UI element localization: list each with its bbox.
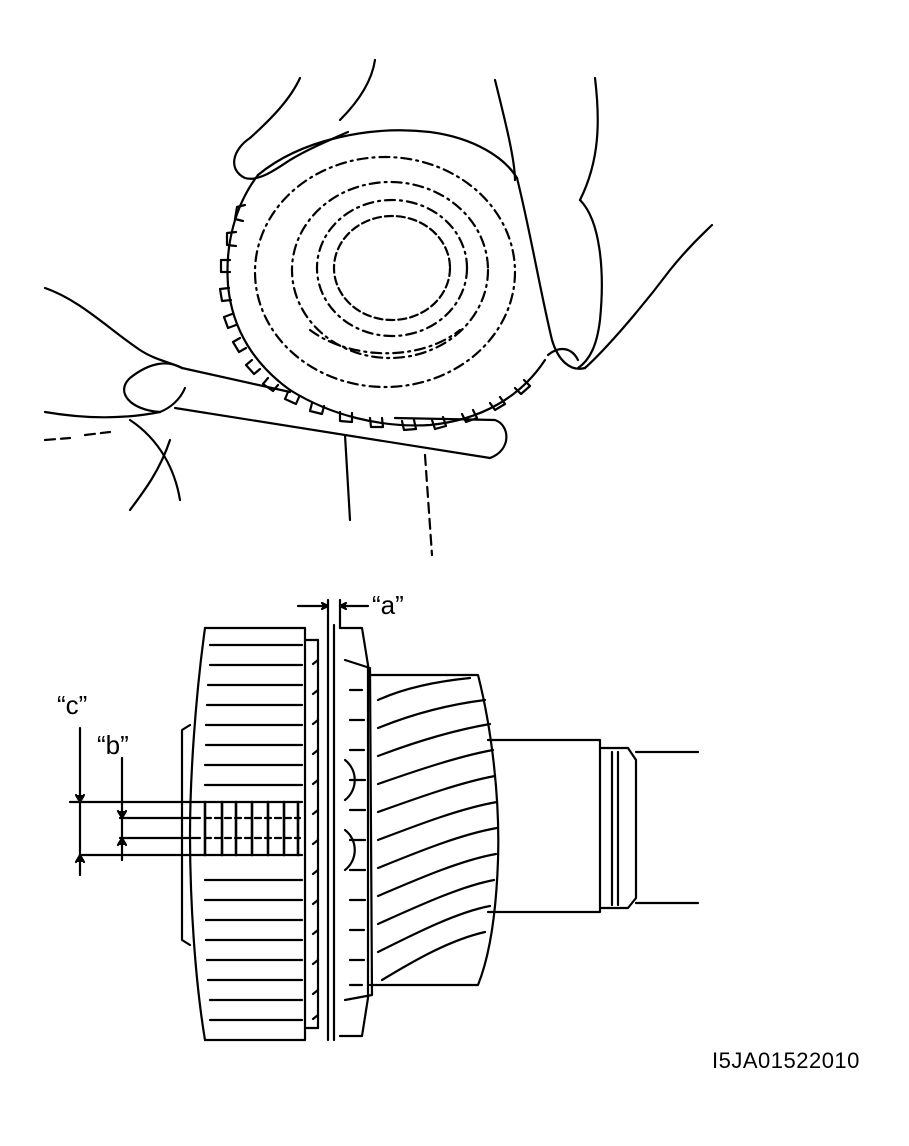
- feeler-gauge: [173, 366, 508, 557]
- output-shaft: [486, 738, 700, 914]
- synchronizer-ring-top: [218, 129, 547, 432]
- label-c: “c”: [57, 690, 88, 720]
- gear-dog-teeth: [343, 658, 374, 1002]
- bottom-illustration: [68, 598, 700, 1042]
- dimension-lines: [68, 598, 370, 877]
- top-illustration: [43, 58, 714, 557]
- helical-gear: [368, 673, 500, 987]
- lower-hand: [43, 286, 187, 512]
- figure-code: I5JA01522010: [712, 1048, 860, 1073]
- upper-hand: [233, 58, 714, 370]
- synchronizer-ring: [311, 623, 370, 1042]
- label-a: “a”: [372, 590, 404, 620]
- label-b: “b”: [97, 730, 129, 760]
- synchronizer-hub: [180, 626, 320, 1042]
